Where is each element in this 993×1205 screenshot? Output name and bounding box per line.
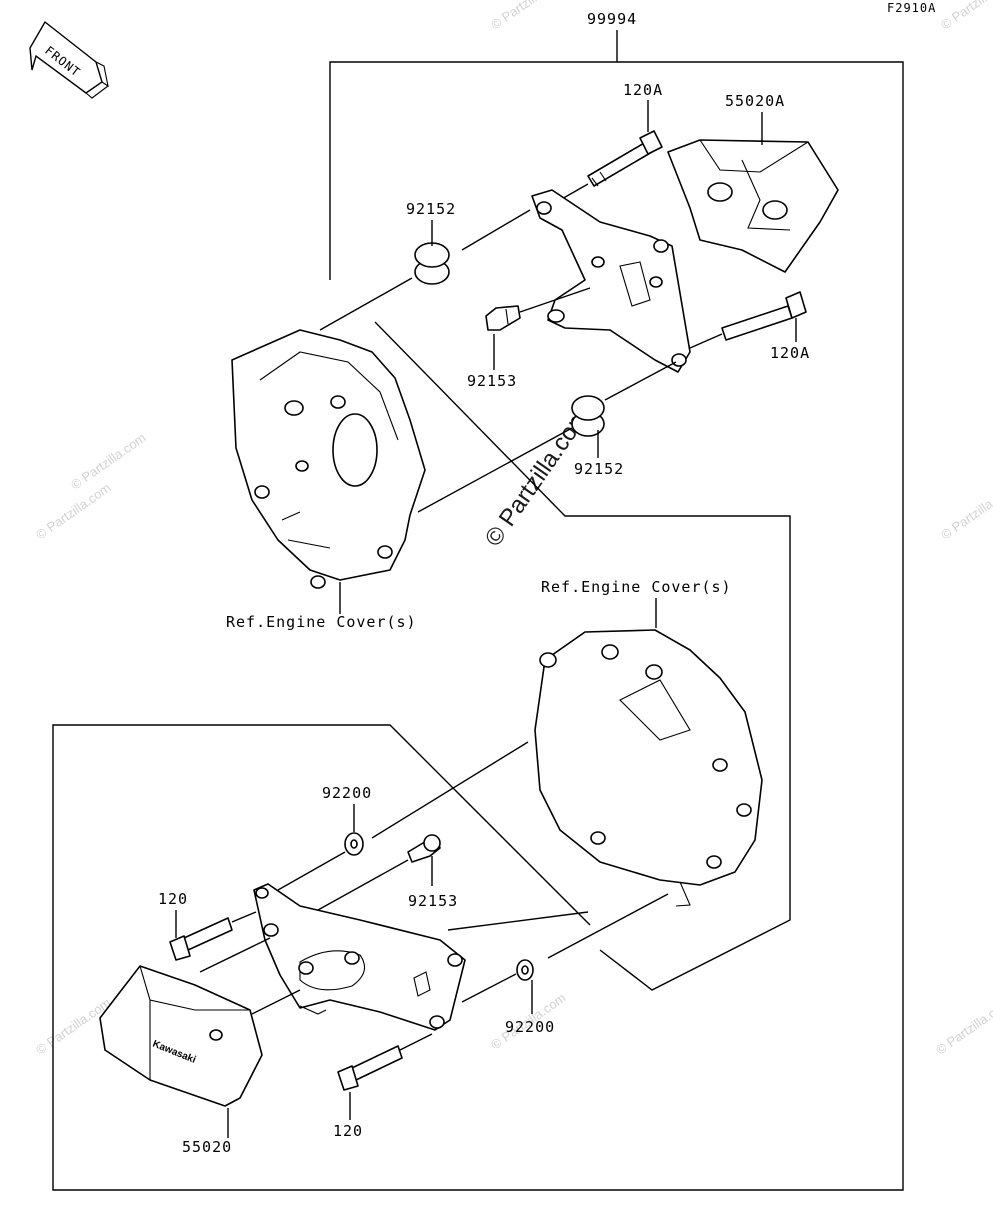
- kit-frame: [52, 61, 904, 1191]
- label-120a-right: 120A: [770, 344, 810, 362]
- screw-92153-lower: [407, 834, 441, 863]
- frame-slider-55020: Kawasaki: [99, 965, 263, 1107]
- figure-code: F2910A: [887, 1, 936, 15]
- bolt-120a-upper: [587, 130, 663, 187]
- label-120-left: 120: [158, 890, 188, 908]
- label-92152-lower: 92152: [574, 460, 624, 478]
- watermark: © Partzilla.com: [33, 480, 113, 543]
- label-55020a: 55020A: [725, 92, 785, 110]
- watermark: © Partzilla.com: [488, 0, 568, 32]
- watermark: © Partzilla.com: [938, 0, 993, 32]
- bolt-120-lower: [337, 1045, 403, 1091]
- washer-92200-upper: [344, 832, 364, 856]
- label-120-lower: 120: [333, 1122, 363, 1140]
- label-92200-lower: 92200: [505, 1018, 555, 1036]
- frame-slider-55020a: [667, 139, 839, 273]
- collar-92152-lower: [571, 395, 605, 437]
- washer-92200-lower: [516, 959, 534, 981]
- label-92153-lower: 92153: [408, 892, 458, 910]
- label-55020: 55020: [182, 1138, 232, 1156]
- callout-frame-upper: [374, 321, 791, 991]
- bolt-120-left: [169, 917, 233, 961]
- label-120a-top: 120A: [623, 81, 663, 99]
- engine-cover-right: [534, 629, 763, 907]
- label-ref-engine-cover-left: Ref.Engine Cover(s): [226, 613, 417, 631]
- screw-92153-upper: [485, 305, 521, 331]
- collar-92152-upper: [414, 242, 450, 285]
- label-99994: 99994: [587, 10, 637, 28]
- mounting-bracket-lower: [253, 883, 466, 1031]
- label-ref-engine-cover-right: Ref.Engine Cover(s): [541, 578, 732, 596]
- watermark: © Partzilla.com: [933, 995, 993, 1058]
- label-92200-upper: 92200: [322, 784, 372, 802]
- bolt-120a-right: [721, 291, 807, 341]
- front-arrow-icon: FRONT: [29, 20, 109, 99]
- engine-cover-left: [231, 329, 426, 589]
- watermark: © Partzilla.com: [68, 430, 148, 493]
- label-92152-upper: 92152: [406, 200, 456, 218]
- label-92153-upper: 92153: [467, 372, 517, 390]
- mounting-bracket-upper: [531, 189, 691, 373]
- watermark: © Partzilla.com: [938, 480, 993, 543]
